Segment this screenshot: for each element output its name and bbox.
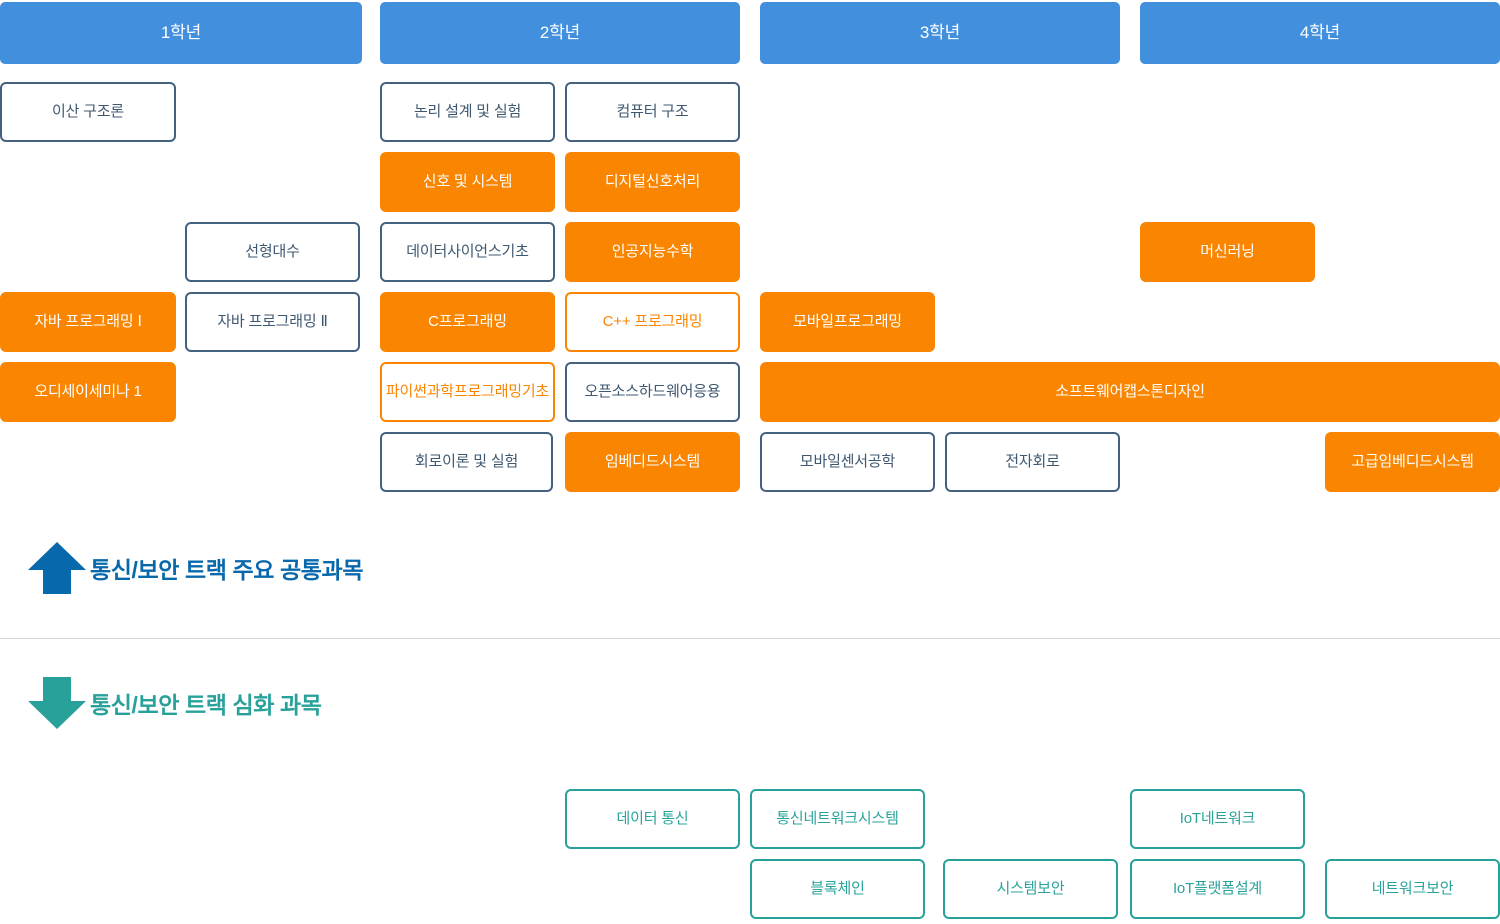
course-box[interactable]: 모바일센서공학	[760, 432, 935, 492]
legend-advanced-track: 통신/보안 트랙 심화 과목	[24, 675, 322, 731]
track-course-box[interactable]: 시스템보안	[943, 859, 1118, 919]
year-header-3[interactable]: 3학년	[760, 2, 1120, 64]
course-box[interactable]: 인공지능수학	[565, 222, 740, 282]
year-header-1[interactable]: 1학년	[0, 2, 362, 64]
course-box[interactable]: 이산 구조론	[0, 82, 176, 142]
course-box[interactable]: 전자회로	[945, 432, 1120, 492]
course-box[interactable]: 논리 설계 및 실험	[380, 82, 555, 142]
course-box[interactable]: 모바일프로그래밍	[760, 292, 935, 352]
course-box[interactable]: 머신러닝	[1140, 222, 1315, 282]
track-course-box[interactable]: 블록체인	[750, 859, 925, 919]
track-course-box[interactable]: IoT플랫폼설계	[1130, 859, 1305, 919]
arrow-up-icon	[24, 540, 90, 596]
course-box[interactable]: 자바 프로그래밍 Ⅰ	[0, 292, 176, 352]
legend-common-track: 통신/보안 트랙 주요 공통과목	[24, 540, 363, 596]
course-box[interactable]: 디지털신호처리	[565, 152, 740, 212]
legend-common-track-label: 통신/보안 트랙 주요 공통과목	[90, 557, 364, 583]
course-box[interactable]: 컴퓨터 구조	[565, 82, 740, 142]
course-box[interactable]: 오디세이세미나 1	[0, 362, 176, 422]
year-header-4[interactable]: 4학년	[1140, 2, 1500, 64]
track-course-box[interactable]: 네트워크보안	[1325, 859, 1500, 919]
course-box[interactable]: 신호 및 시스템	[380, 152, 555, 212]
course-box[interactable]: 파이썬과학프로그래밍기초	[380, 362, 555, 422]
legend-advanced-track-label: 통신/보안 트랙 심화 과목	[90, 692, 322, 718]
course-box[interactable]: 소프트웨어캡스톤디자인	[760, 362, 1500, 422]
track-course-box[interactable]: IoT네트워크	[1130, 789, 1305, 849]
course-box[interactable]: 회로이론 및 실험	[380, 432, 553, 492]
arrow-down-icon	[24, 675, 90, 731]
track-course-box[interactable]: 통신네트워크시스템	[750, 789, 925, 849]
course-box[interactable]: 오픈소스하드웨어응용	[565, 362, 740, 422]
course-box[interactable]: 고급임베디드시스템	[1325, 432, 1500, 492]
year-header-2[interactable]: 2학년	[380, 2, 740, 64]
course-box[interactable]: C프로그래밍	[380, 292, 555, 352]
course-box[interactable]: C++ 프로그래밍	[565, 292, 740, 352]
section-divider	[0, 638, 1500, 639]
course-box[interactable]: 자바 프로그래밍 Ⅱ	[185, 292, 360, 352]
track-course-box[interactable]: 데이터 통신	[565, 789, 740, 849]
course-box[interactable]: 선형대수	[185, 222, 360, 282]
course-box[interactable]: 임베디드시스템	[565, 432, 740, 492]
course-box[interactable]: 데이터사이언스기초	[380, 222, 555, 282]
